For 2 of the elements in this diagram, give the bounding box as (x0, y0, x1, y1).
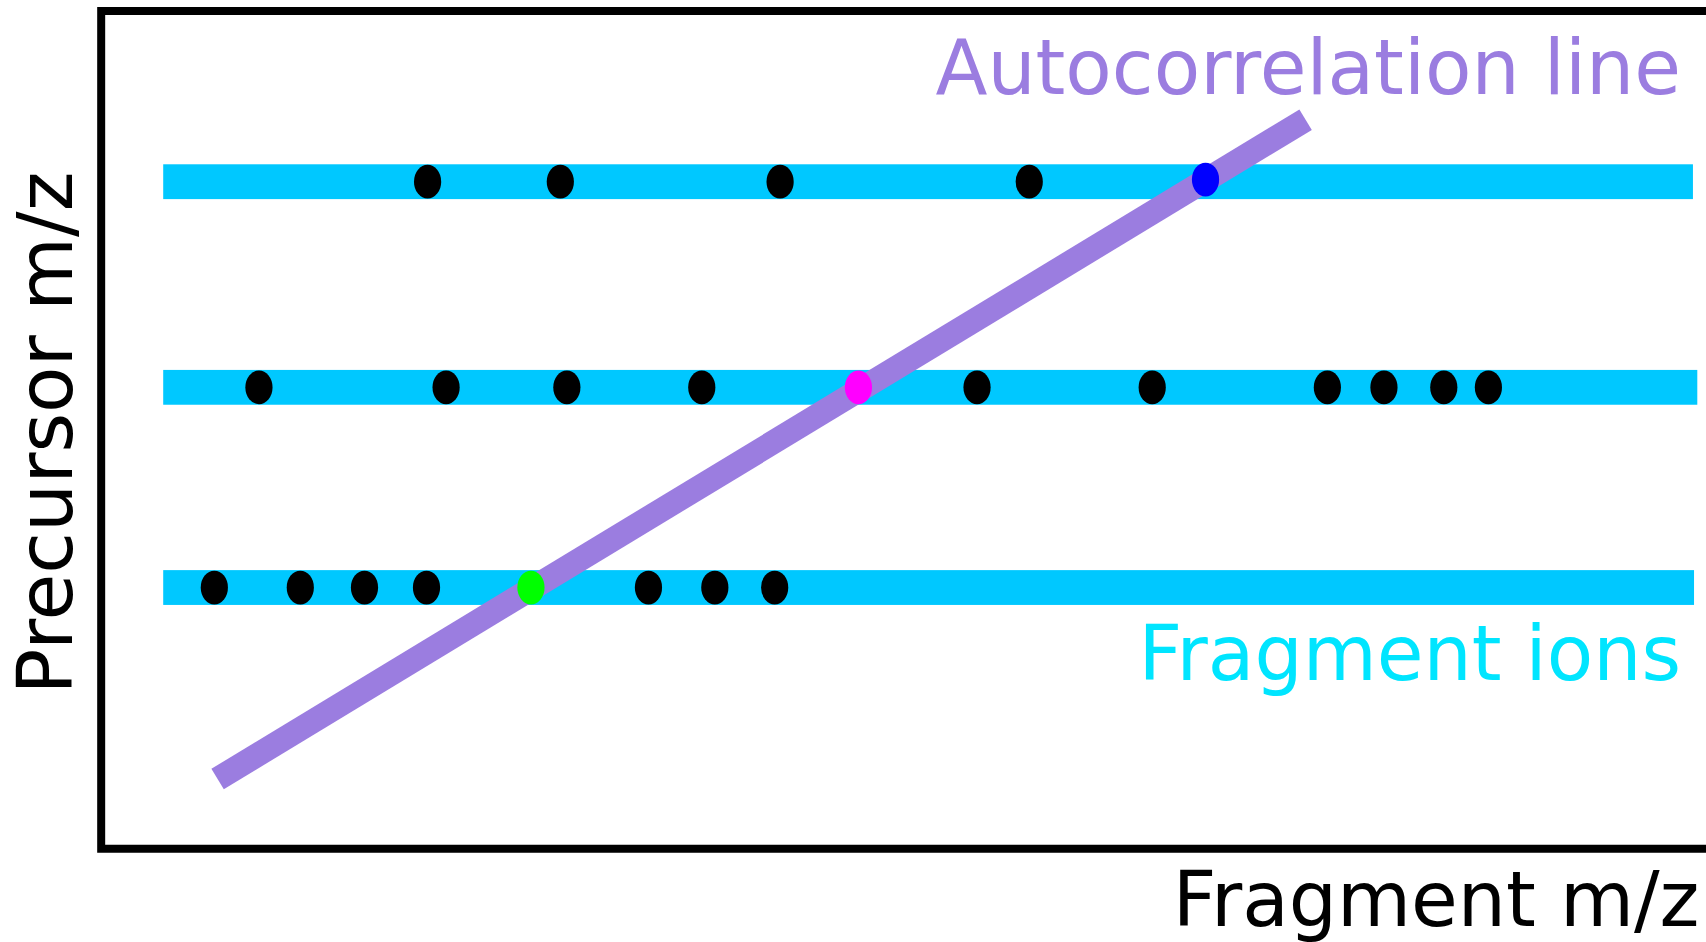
y-axis-title: Precursor m/z (7, 171, 84, 695)
autocorrelation-line-label: Autocorrelation line (935, 30, 1681, 107)
